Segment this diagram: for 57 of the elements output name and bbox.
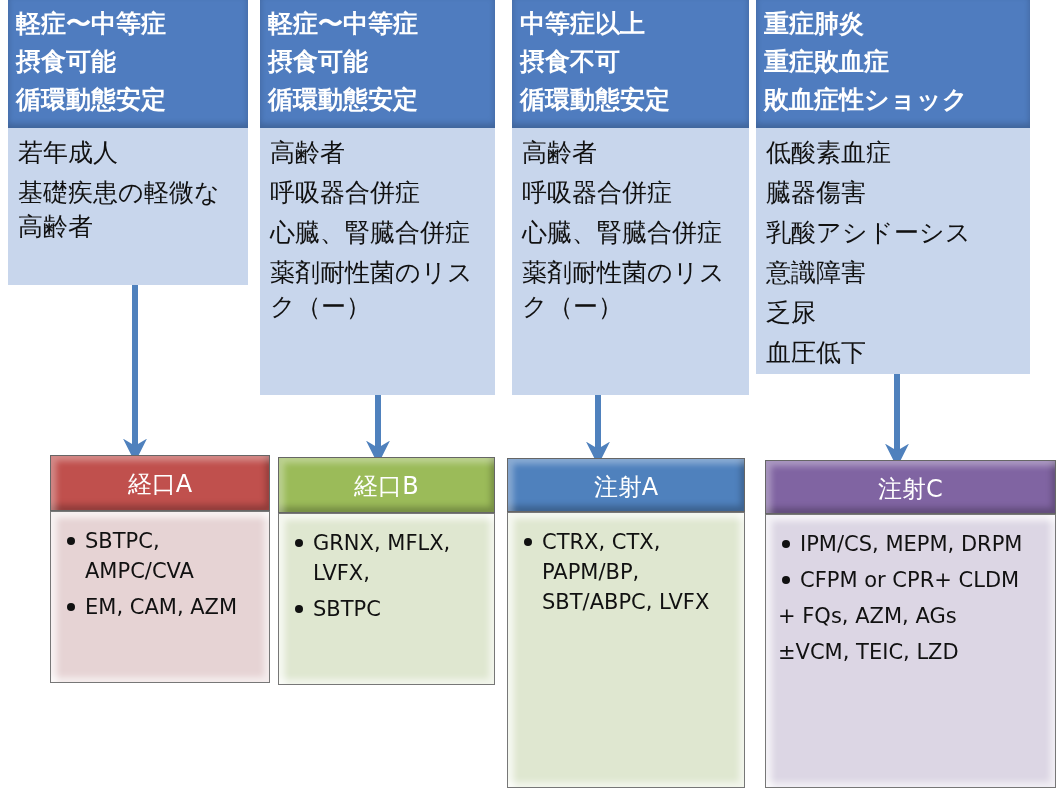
- header-text: 注射C: [877, 474, 944, 505]
- regimen-header: [765, 460, 1056, 514]
- list-item: 高齢者: [522, 137, 598, 169]
- list-item: SBTPC, AMPC/CVA: [85, 528, 195, 585]
- list-item: 薬剤耐性菌のリスク（ー）: [270, 257, 474, 323]
- regimen-header: [278, 457, 495, 513]
- regimen-header: [50, 455, 270, 511]
- list-item: 高齢者: [270, 137, 346, 169]
- list-item: CTRX, CTX, PAPM/BP, SBT/ABPC, LVFX: [542, 529, 711, 616]
- criteria-box: [512, 128, 749, 395]
- header-text: 重症敗血症: [764, 46, 890, 78]
- category-header: [260, 0, 495, 128]
- list-item: 臓器傷害: [766, 177, 867, 209]
- criteria-box: [8, 128, 248, 285]
- header-text: 注射A: [592, 472, 660, 503]
- list-item: GRNX, MFLX, LVFX,: [313, 530, 452, 587]
- category-header: [8, 0, 248, 128]
- header-text: 軽症〜中等症: [16, 8, 167, 40]
- header-text: 経口A: [126, 469, 194, 500]
- list-item: 若年成人: [18, 137, 119, 169]
- list-item: 基礎疾患の軽微な高齢者: [18, 177, 221, 243]
- criteria-box: [756, 128, 1030, 374]
- criteria-box: [260, 128, 495, 395]
- header-text: 敗血症性ショック: [764, 84, 969, 116]
- header-text: 中等症以上: [520, 8, 646, 40]
- list-item: 心臓、腎臓合併症: [270, 217, 471, 249]
- list-item: SBTPC: [313, 596, 382, 623]
- list-item: 呼吸器合併症: [270, 177, 421, 209]
- regimen-header: [507, 458, 745, 512]
- list-item: 乳酸アシドーシス: [766, 217, 972, 249]
- list-item: 乏尿: [766, 297, 817, 329]
- list-item: ±VCM, TEIC, LZD: [778, 639, 960, 666]
- category-header: [512, 0, 749, 128]
- list-item: 薬剤耐性菌のリスク（ー）: [522, 257, 726, 323]
- regimen-box: [507, 512, 745, 788]
- header-text: 循環動態安定: [268, 84, 419, 116]
- regimen-box: [765, 514, 1056, 788]
- regimen-box: [50, 511, 270, 683]
- header-text: 軽症〜中等症: [268, 8, 419, 40]
- list-item: + FQs, AZM, AGs: [778, 603, 958, 630]
- list-item: 血圧低下: [766, 337, 867, 369]
- header-text: 経口B: [353, 471, 420, 502]
- header-text: 摂食可能: [268, 46, 369, 78]
- list-item: CFPM or CPR+ CLDM: [800, 567, 1021, 594]
- list-item: 意識障害: [766, 257, 867, 289]
- list-item: IPM/CS, MEPM, DRPM: [800, 531, 1024, 558]
- header-text: 摂食不可: [520, 46, 621, 78]
- header-text: 循環動態安定: [520, 84, 671, 116]
- header-text: 循環動態安定: [16, 84, 167, 116]
- list-item: 呼吸器合併症: [522, 177, 673, 209]
- category-header: [756, 0, 1030, 128]
- list-item: 心臓、腎臓合併症: [522, 217, 723, 249]
- header-text: 重症肺炎: [764, 8, 865, 40]
- list-item: 低酸素血症: [766, 137, 892, 169]
- header-text: 摂食可能: [16, 46, 117, 78]
- list-item: EM, CAM, AZM: [85, 594, 239, 621]
- regimen-box: [278, 513, 495, 685]
